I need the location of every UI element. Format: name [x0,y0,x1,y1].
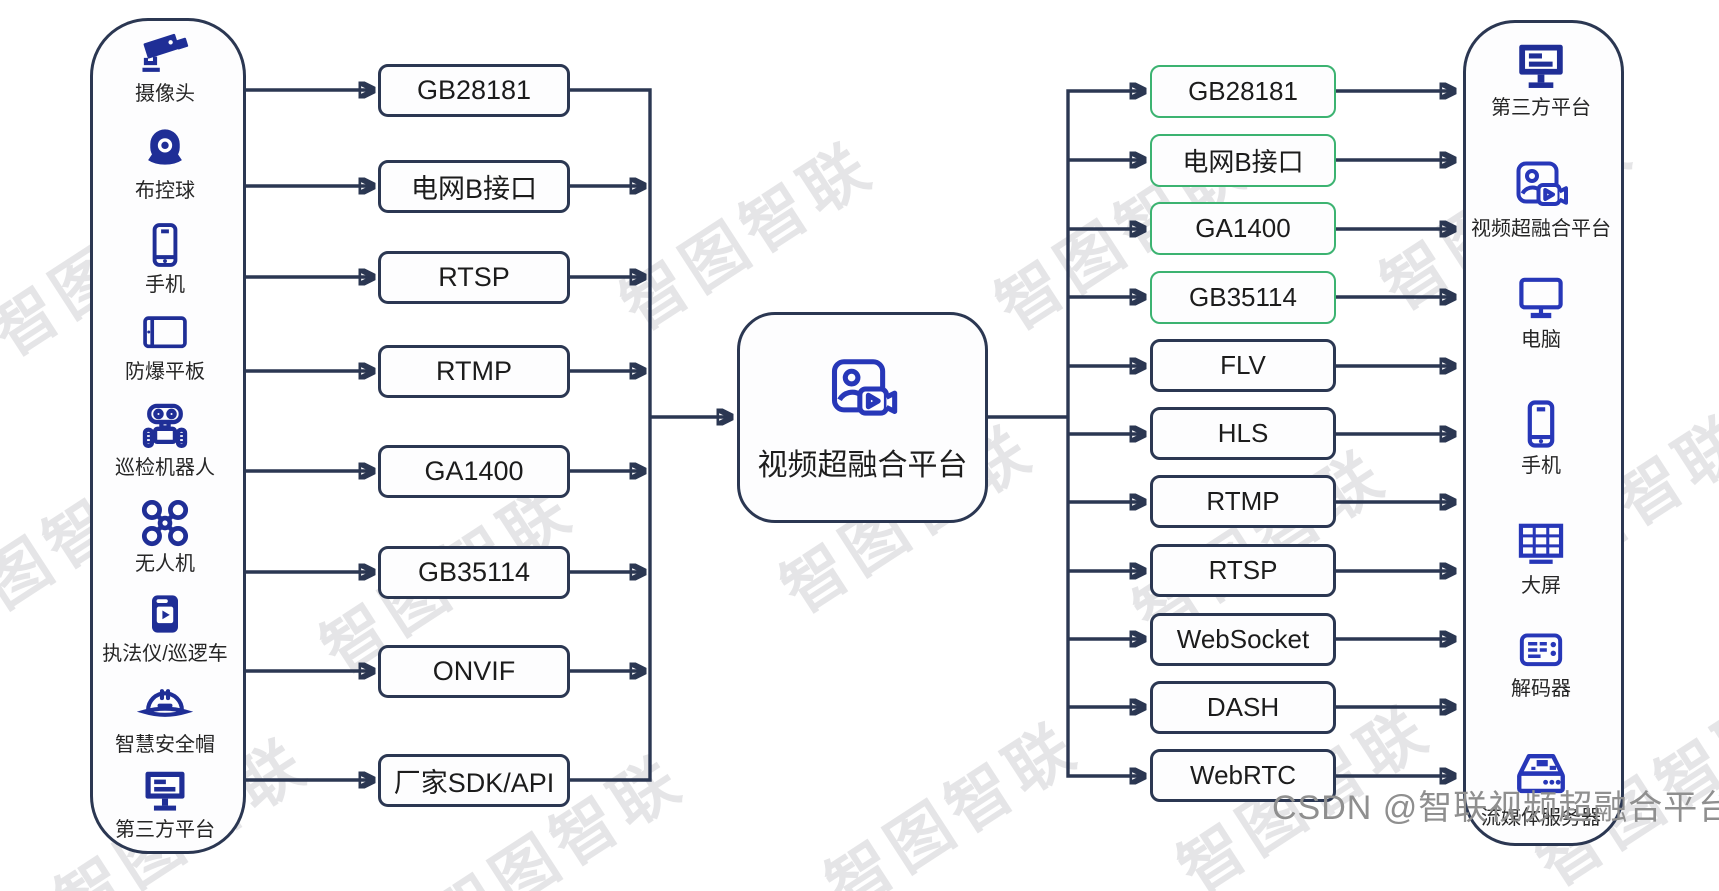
dest-decoder: 解码器 [1465,625,1617,700]
protocol-box-rtmp-out: RTMP [1150,475,1336,528]
robot-icon [137,400,193,454]
device-label: 巡检机器人 [115,457,215,479]
protocol-box-rtmp-in: RTMP [378,345,570,398]
device-label: 第三方平台 [1491,97,1591,119]
protocol-label: HLS [1217,418,1269,448]
protocol-label: FLV [1220,350,1266,380]
device-label: 第三方平台 [115,819,215,841]
device-bodycam: 执法仪/巡逻车 [90,588,240,665]
protocol-box-webrtc-out: WebRTC [1150,749,1336,802]
dest-thirdparty-platform: 第三方平台 [1465,36,1617,119]
dest-fusion-platform: 视频超融合平台 [1465,155,1617,240]
protocol-label: GB35114 [1189,282,1297,312]
protocol-box-grid-b-in: 电网B接口 [378,160,570,213]
dest-computer: 电脑 [1465,270,1617,351]
protocol-label: RTSP [1208,555,1278,585]
device-drone: 无人机 [90,496,240,575]
device-camera: 摄像头 [90,28,240,105]
protocol-box-sdk-api-in: 厂家SDK/API [378,754,570,807]
protocol-box-ga1400-in: GA1400 [378,445,570,498]
cctv-camera-icon [137,28,193,80]
protocol-label: GB28181 [416,75,532,105]
dest-bigscreen: 大屏 [1465,516,1617,597]
device-helmet: 智慧安全帽 [90,679,240,756]
protocol-label: 厂家SDK/API [393,768,555,798]
fusion-platform-node: 视频超融合平台 [737,312,988,523]
device-label: 电脑 [1521,329,1561,351]
protocol-box-rtsp-in: RTSP [378,251,570,304]
tablet-icon [137,306,193,358]
device-label: 解码器 [1511,678,1571,700]
device-label: 流媒体服务器 [1481,807,1601,829]
dome-camera-icon [139,125,191,177]
protocol-box-gb28181-out: GB28181 [1150,65,1336,118]
dest-media-server: 流媒体服务器 [1465,746,1617,829]
protocol-label: RTSP [438,262,510,292]
device-label: 无人机 [135,553,195,575]
protocol-label: RTMP [1206,486,1280,516]
protocol-label: 电网B接口 [1182,147,1304,177]
device-label: 大屏 [1521,575,1561,597]
device-label: 防爆平板 [125,361,205,383]
protocol-label: GA1400 [1195,213,1291,243]
protocol-label: GB28181 [1188,76,1298,106]
device-robot: 巡检机器人 [90,400,240,479]
dest-phone: 手机 [1465,396,1617,477]
smartphone-icon [139,219,191,271]
protocol-label: 电网B接口 [410,174,537,204]
video-platform-icon [1511,155,1571,215]
monitor-icon [1511,36,1571,94]
helmet-icon [137,679,193,731]
bodycam-icon [139,588,191,640]
protocol-label: GB35114 [417,557,531,587]
protocol-label: DASH [1206,692,1280,722]
server-icon [1511,746,1571,804]
protocol-box-dash-out: DASH [1150,681,1336,734]
protocol-box-ga1400-out: GA1400 [1150,202,1336,255]
protocol-box-grid-b-out: 电网B接口 [1150,134,1336,187]
protocol-box-flv-out: FLV [1150,339,1336,392]
protocol-label: WebRTC [1190,760,1296,790]
csdn-credit: CSDN @智联视频超融合平台 [1272,789,1719,827]
protocol-label: RTMP [435,356,512,386]
device-label: 智慧安全帽 [115,734,215,756]
protocol-box-hls-out: HLS [1150,407,1336,460]
protocol-box-websocket-out: WebSocket [1150,613,1336,666]
device-phone: 手机 [90,219,240,296]
desktop-icon [1512,270,1570,326]
device-label: 手机 [145,274,185,296]
protocol-label: WebSocket [1176,624,1310,654]
device-label: 视频超融合平台 [1471,218,1611,240]
device-tablet: 防爆平板 [90,306,240,383]
device-label: 摄像头 [135,83,195,105]
protocol-box-gb35114-in: GB35114 [378,546,570,599]
device-label: 布控球 [135,180,195,202]
decoder-icon [1513,625,1569,675]
video-platform-icon [825,351,901,432]
smartphone-icon [1513,396,1569,452]
device-thirdparty-platform: 第三方平台 [90,764,240,841]
monitor-icon [138,764,192,816]
device-label: 执法仪/巡逻车 [102,643,228,665]
output-devices-panel [1463,20,1624,846]
protocol-box-gb28181-in: GB28181 [378,64,570,117]
device-ptz-ball: 布控球 [90,125,240,202]
video-wall-icon [1512,516,1570,572]
protocol-label: GA1400 [424,456,524,486]
device-label: 手机 [1521,455,1561,477]
protocol-box-gb35114-out: GB35114 [1150,271,1336,324]
protocol-box-onvif-in: ONVIF [378,645,570,698]
platform-label: 视频超融合平台 [757,449,968,482]
protocol-box-rtsp-out: RTSP [1150,544,1336,597]
drone-icon [138,496,192,550]
protocol-label: ONVIF [432,656,516,686]
